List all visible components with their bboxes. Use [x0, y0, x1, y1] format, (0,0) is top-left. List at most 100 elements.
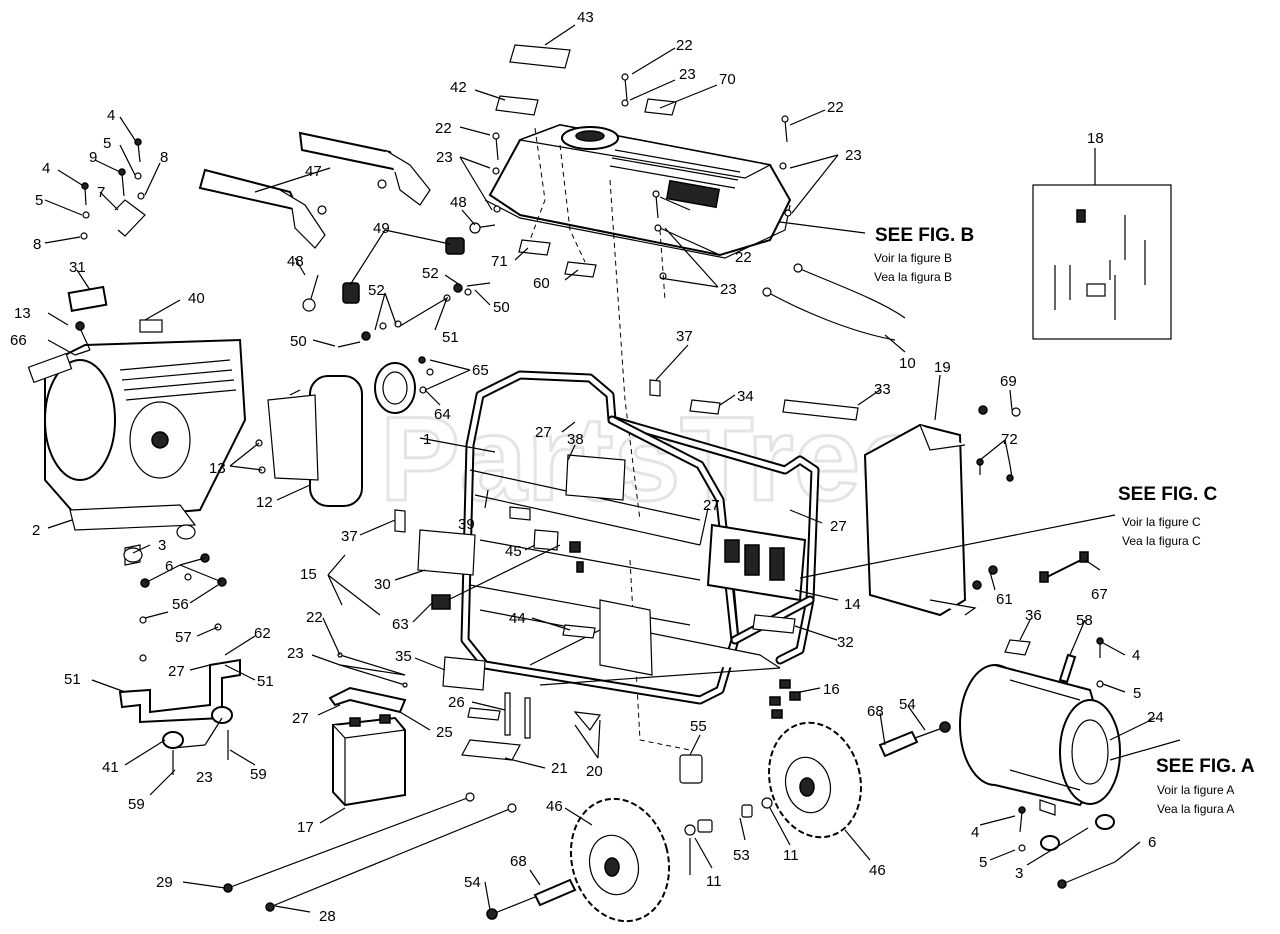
- callout-53[interactable]: 53: [733, 847, 750, 864]
- part-71-decal[interactable]: [518, 239, 551, 256]
- callout-22[interactable]: 22: [435, 120, 452, 137]
- callout-20[interactable]: 20: [586, 763, 603, 780]
- engine-assembly[interactable]: [27, 285, 247, 531]
- callout-19[interactable]: 19: [934, 359, 951, 376]
- callout-59[interactable]: 59: [250, 766, 267, 783]
- callout-68[interactable]: 68: [510, 853, 527, 870]
- callout-3[interactable]: 3: [158, 537, 166, 554]
- callout-14[interactable]: 14: [844, 596, 861, 613]
- callout-23[interactable]: 23: [196, 769, 213, 786]
- callout-27[interactable]: 27: [703, 497, 720, 514]
- callout-8[interactable]: 8: [160, 149, 168, 166]
- callout-4[interactable]: 4: [42, 160, 50, 177]
- callout-36[interactable]: 36: [1025, 607, 1042, 624]
- callout-66[interactable]: 66: [10, 332, 27, 349]
- callout-23[interactable]: 23: [720, 281, 737, 298]
- callout-57[interactable]: 57: [175, 629, 192, 646]
- see-fig-b-reference[interactable]: SEE FIG. B Voir la figure B Vea la figur…: [874, 225, 974, 284]
- callout-10[interactable]: 10: [899, 355, 916, 372]
- part-36-decal[interactable]: [1004, 639, 1031, 656]
- callout-58[interactable]: 58: [1076, 612, 1093, 629]
- callout-11[interactable]: 11: [783, 847, 799, 864]
- callout-23[interactable]: 23: [845, 147, 862, 164]
- part-60-decal[interactable]: [564, 261, 597, 278]
- callout-50[interactable]: 50: [493, 299, 510, 316]
- callout-11[interactable]: 11: [706, 873, 722, 890]
- callout-51[interactable]: 51: [442, 329, 459, 346]
- callout-59[interactable]: 59: [128, 796, 145, 813]
- callout-13[interactable]: 13: [209, 460, 226, 477]
- part-25-battery-bracket[interactable]: [328, 686, 407, 714]
- callout-51[interactable]: 51: [64, 671, 81, 688]
- callout-54[interactable]: 54: [899, 696, 916, 713]
- callout-69[interactable]: 69: [1000, 373, 1017, 390]
- callout-27[interactable]: 27: [535, 424, 552, 441]
- callout-55[interactable]: 55: [690, 718, 707, 735]
- callout-17[interactable]: 17: [297, 819, 314, 836]
- callout-52[interactable]: 52: [422, 265, 439, 282]
- callout-5[interactable]: 5: [35, 192, 43, 209]
- callout-37[interactable]: 37: [341, 528, 358, 545]
- callout-23[interactable]: 23: [436, 149, 453, 166]
- part-24-alternator[interactable]: [959, 664, 1121, 816]
- part-48-pin[interactable]: [302, 222, 496, 312]
- callout-41[interactable]: 41: [102, 759, 119, 776]
- callout-64[interactable]: 64: [434, 406, 451, 423]
- part-55-bracket[interactable]: [679, 754, 703, 784]
- part-14-control-panel[interactable]: [706, 523, 807, 602]
- callout-24[interactable]: 24: [1147, 709, 1164, 726]
- callout-25[interactable]: 25: [436, 724, 453, 741]
- callout-27[interactable]: 27: [830, 518, 847, 535]
- part-64-ring[interactable]: [374, 356, 434, 414]
- callout-62[interactable]: 62: [254, 625, 271, 642]
- callout-54[interactable]: 54: [464, 874, 481, 891]
- see-fig-c-reference[interactable]: SEE FIG. C Voir la figure C Vea la figur…: [1118, 484, 1218, 548]
- callout-60[interactable]: 60: [533, 275, 550, 292]
- part-10-cable[interactable]: [762, 263, 906, 341]
- callout-7[interactable]: 7: [97, 184, 105, 201]
- callout-51[interactable]: 51: [257, 673, 274, 690]
- part-42-decal[interactable]: [495, 95, 539, 116]
- callout-70[interactable]: 70: [719, 71, 736, 88]
- callout-9[interactable]: 9: [89, 149, 97, 166]
- callout-1[interactable]: 1: [423, 431, 431, 448]
- callout-63[interactable]: 63: [392, 616, 409, 633]
- part-70-decal[interactable]: [644, 98, 677, 116]
- callout-37[interactable]: 37: [676, 328, 693, 345]
- callout-40[interactable]: 40: [188, 290, 205, 307]
- callout-50[interactable]: 50: [290, 333, 307, 350]
- part-67-cable[interactable]: [1039, 551, 1089, 583]
- callout-45[interactable]: 45: [505, 543, 522, 560]
- callout-3[interactable]: 3: [1015, 865, 1023, 882]
- callout-23[interactable]: 23: [679, 66, 696, 83]
- callout-67[interactable]: 67: [1091, 586, 1108, 603]
- handle-47[interactable]: [198, 131, 431, 249]
- callout-26[interactable]: 26: [448, 694, 465, 711]
- callout-22[interactable]: 22: [827, 99, 844, 116]
- callout-28[interactable]: 28: [319, 908, 336, 925]
- callout-4[interactable]: 4: [107, 107, 115, 124]
- callout-42[interactable]: 42: [450, 79, 467, 96]
- callout-5[interactable]: 5: [1133, 685, 1141, 702]
- callout-32[interactable]: 32: [837, 634, 854, 651]
- callout-15[interactable]: 15: [300, 566, 317, 583]
- callout-65[interactable]: 65: [472, 362, 489, 379]
- callout-38[interactable]: 38: [567, 431, 584, 448]
- callout-4[interactable]: 4: [1132, 647, 1140, 664]
- callout-4[interactable]: 4: [971, 824, 979, 841]
- callout-8[interactable]: 8: [33, 236, 41, 253]
- callout-61[interactable]: 61: [996, 591, 1013, 608]
- callout-5[interactable]: 5: [979, 854, 987, 871]
- callout-21[interactable]: 21: [551, 760, 568, 777]
- callout-12[interactable]: 12: [256, 494, 273, 511]
- part-46-wheel-right[interactable]: [757, 712, 874, 847]
- callout-52[interactable]: 52: [368, 282, 385, 299]
- callout-48[interactable]: 48: [450, 194, 467, 211]
- callout-5[interactable]: 5: [103, 135, 111, 152]
- callout-2[interactable]: 2: [32, 522, 40, 539]
- callout-72[interactable]: 72: [1001, 431, 1018, 448]
- see-fig-a-title[interactable]: SEE FIG. A: [1156, 756, 1255, 777]
- callout-43[interactable]: 43: [577, 9, 594, 26]
- callout-30[interactable]: 30: [374, 576, 391, 593]
- part-18-kit-box[interactable]: [1032, 184, 1172, 340]
